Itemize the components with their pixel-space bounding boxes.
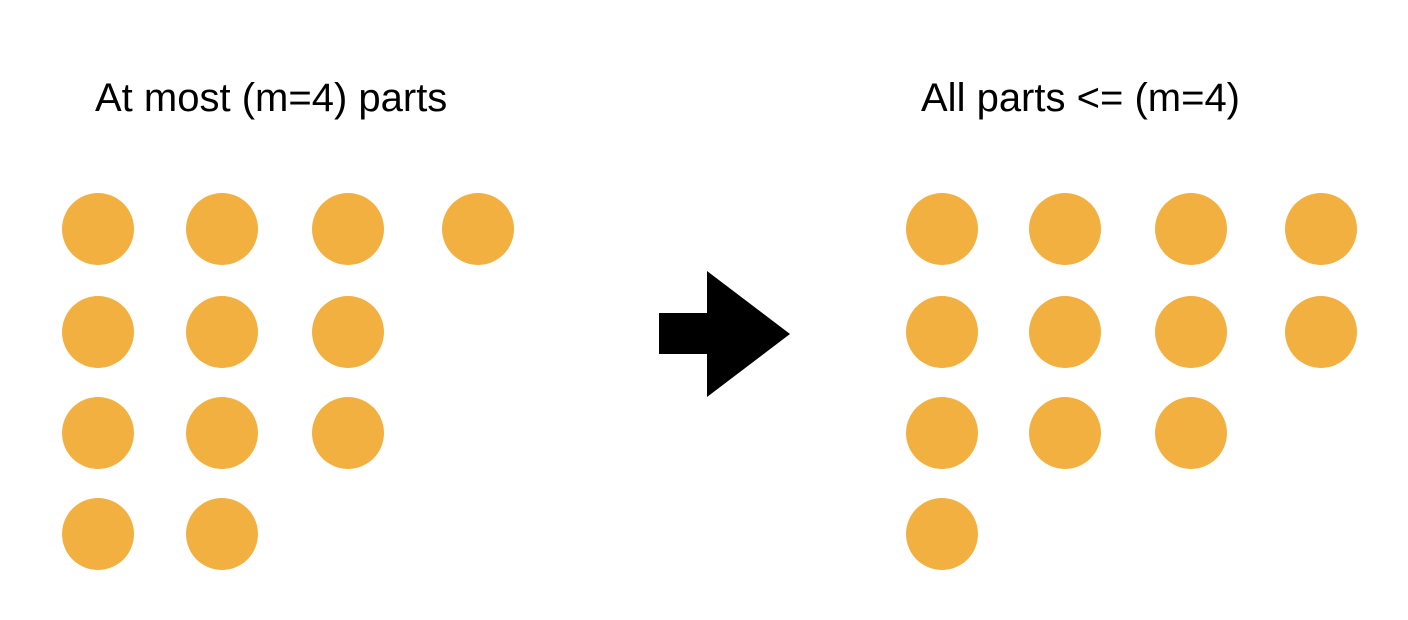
left-dot-grid [62, 193, 514, 570]
dot [186, 296, 258, 368]
dot [1155, 193, 1227, 265]
dot [186, 193, 258, 265]
dot [1285, 193, 1357, 265]
dot [906, 498, 978, 570]
dot [186, 498, 258, 570]
dot [312, 296, 384, 368]
dot [1029, 296, 1101, 368]
right-arrow-icon [659, 271, 790, 397]
dot [186, 397, 258, 469]
right-title: All parts <= (m=4) [921, 76, 1241, 120]
dot [312, 193, 384, 265]
dot [312, 397, 384, 469]
dot [1029, 193, 1101, 265]
dot [62, 397, 134, 469]
dot [1155, 397, 1227, 469]
dot [1285, 296, 1357, 368]
dot [906, 397, 978, 469]
dot [1155, 296, 1227, 368]
dot [906, 193, 978, 265]
dot [62, 498, 134, 570]
dot [62, 296, 134, 368]
right-dot-grid [906, 193, 1357, 570]
dot [1029, 397, 1101, 469]
dot [906, 296, 978, 368]
left-title: At most (m=4) parts [95, 76, 448, 120]
dot [442, 193, 514, 265]
dot [62, 193, 134, 265]
